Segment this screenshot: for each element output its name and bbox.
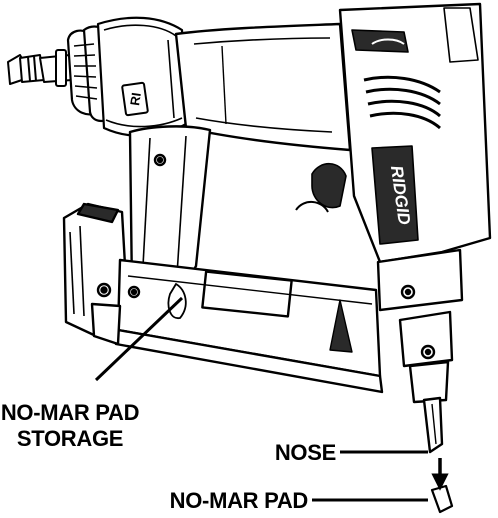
air-fitting [8, 50, 72, 86]
no-mar-pad-label: NO-MAR PAD [170, 488, 308, 513]
nose-assembly [378, 250, 462, 452]
ri-badge-text: RI [127, 92, 144, 107]
magazine [92, 260, 382, 392]
no-mar-pad-part [432, 486, 452, 512]
storage-label-line2: STORAGE [17, 426, 123, 451]
nose-label: NOSE [275, 440, 336, 465]
rear-end-cap [68, 18, 186, 136]
storage-label-line1: NO-MAR PAD [1, 400, 139, 425]
ri-badge: RI [122, 83, 148, 116]
